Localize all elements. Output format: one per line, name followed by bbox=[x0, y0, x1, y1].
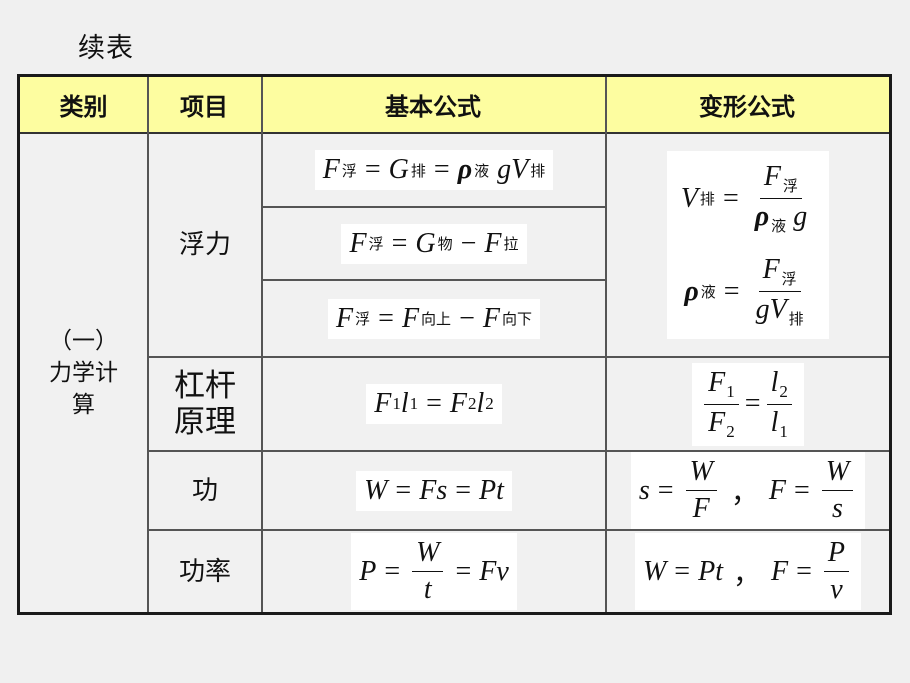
row-divider bbox=[147, 450, 889, 452]
page-title: 续表 bbox=[78, 33, 134, 64]
category-cell: （一） 力学计 算 bbox=[20, 134, 147, 612]
col-divider bbox=[605, 77, 607, 612]
item-work: 功 bbox=[191, 475, 218, 506]
formula-box: W = Fs = Pt bbox=[356, 470, 512, 511]
col-divider bbox=[147, 77, 149, 612]
category-name-line2: 算 bbox=[72, 392, 95, 418]
category-prefix: （一） bbox=[49, 328, 118, 354]
header-derived-formula: 变形公式 bbox=[605, 77, 889, 132]
header-item: 项目 bbox=[147, 77, 261, 132]
col-divider bbox=[261, 77, 263, 612]
category-name-line1: 力学计 bbox=[49, 360, 118, 386]
row-divider bbox=[147, 529, 889, 531]
header-category: 类别 bbox=[20, 77, 147, 132]
row-divider bbox=[147, 356, 889, 358]
row-divider bbox=[261, 279, 605, 281]
formula-box: F1 F2 = l2 l1 bbox=[692, 362, 804, 446]
header-divider bbox=[20, 132, 889, 134]
item-power: 功率 bbox=[178, 556, 231, 587]
derived-lever: F1 F2 = l2 l1 bbox=[607, 358, 889, 450]
formula-work: W = Fs = Pt bbox=[263, 452, 605, 529]
header-basic-formula: 基本公式 bbox=[261, 77, 605, 132]
item-lever: 杠杆 原理 bbox=[174, 368, 236, 440]
row-divider bbox=[261, 206, 605, 208]
item-buoyancy: 浮力 bbox=[178, 230, 231, 260]
